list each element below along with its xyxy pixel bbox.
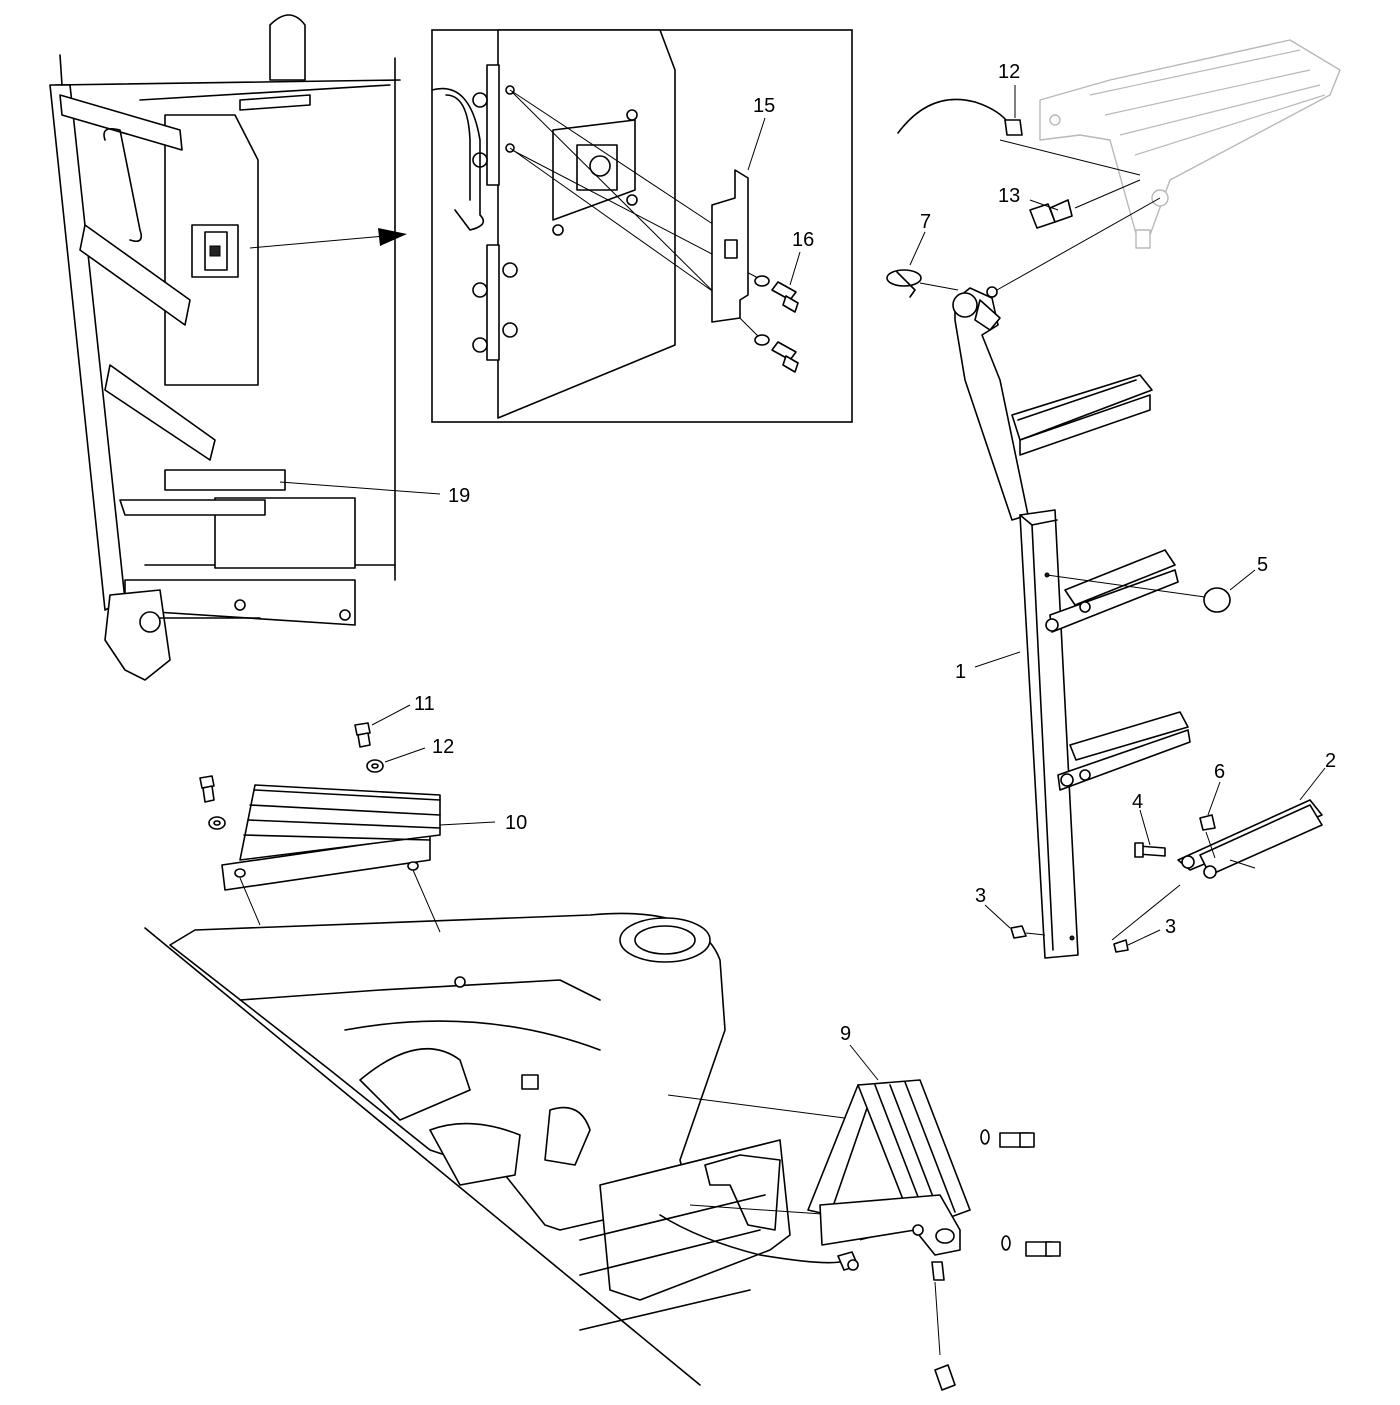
callout-7: 7 xyxy=(920,211,931,233)
spacer-6 xyxy=(1199,814,1216,859)
plug-13 xyxy=(1029,179,1141,229)
step-8 xyxy=(807,1079,1061,1391)
swing-ladder-1 xyxy=(952,197,1206,959)
callout-labels: 12 13 7 15 16 19 5 1 2 6 4 3 3 11 12 10 … xyxy=(414,61,1336,1045)
bolt-4 xyxy=(1134,842,1166,858)
sensor-cable-assembly xyxy=(897,98,1141,176)
chassis-frame xyxy=(144,912,921,1386)
callout-19: 19 xyxy=(448,485,470,507)
callout-3-left: 3 xyxy=(975,885,986,907)
washer-11 xyxy=(208,759,384,830)
callout-15: 15 xyxy=(753,95,775,117)
callout-8: 9 xyxy=(840,1023,851,1045)
detail-view-box xyxy=(431,29,853,423)
cap-5 xyxy=(1203,587,1231,613)
upper-platform-ghost xyxy=(1039,39,1341,249)
callout-9: 10 xyxy=(505,812,527,834)
callout-10: 11 xyxy=(414,693,435,715)
callout-16: 16 xyxy=(792,229,814,251)
callout-5: 5 xyxy=(1257,554,1268,576)
callout-6: 6 xyxy=(1214,761,1225,783)
callout-leaders xyxy=(279,85,1326,1081)
bolt-10 xyxy=(199,722,371,803)
step-9 xyxy=(221,784,441,933)
machine-side-view xyxy=(49,14,407,681)
callout-12: 12 xyxy=(998,61,1020,83)
lynch-pin-7 xyxy=(886,269,959,298)
screw-3-right xyxy=(1113,939,1129,953)
callout-2: 2 xyxy=(1325,750,1336,772)
callout-1: 1 xyxy=(955,661,966,683)
callout-3-right: 3 xyxy=(1165,916,1176,938)
screw-3-left xyxy=(1010,925,1046,939)
callout-4: 4 xyxy=(1132,791,1143,813)
spare-step-2 xyxy=(1177,799,1323,879)
callout-11: 12 xyxy=(432,736,454,758)
callout-13: 13 xyxy=(998,185,1020,207)
